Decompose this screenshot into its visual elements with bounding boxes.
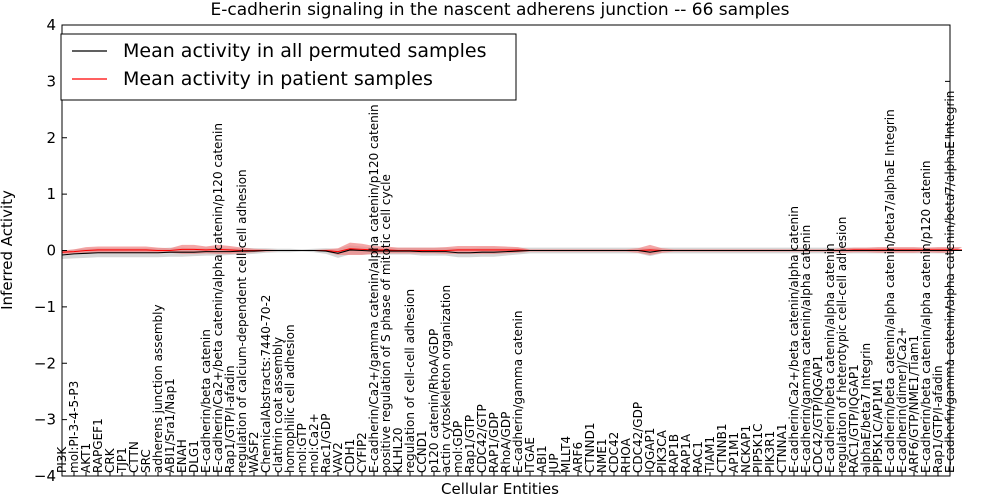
x-category-label: TJP1 — [115, 447, 129, 474]
x-category-label: Rap1/GTP/I-afadin — [223, 365, 237, 473]
x-category-label: SRC — [139, 449, 153, 473]
x-category-label: E-cadherin/Ca2+/beta catenin/alpha caten… — [787, 206, 801, 473]
x-category-label: VAV2 — [331, 442, 345, 473]
y-tick-label: −2 — [34, 354, 56, 372]
x-category-label: E-cadherin/Ca2+/gamma catenin/alpha cate… — [367, 104, 381, 473]
x-category-label: E-cadherin/beta catenin/alpha catenin/be… — [883, 109, 897, 473]
line-layer — [61, 248, 962, 256]
x-category-label: clathrin coat assembly — [271, 337, 285, 473]
x-category-label: regulation of calcium-dependent cell-cel… — [235, 169, 249, 473]
x-category-label: MLLT4 — [559, 436, 573, 473]
x-category-label: RAP1/GDP — [487, 412, 501, 473]
x-category-label: RAC1/GTP/IQGAP1 — [847, 364, 861, 473]
x-category-label: RAP1B — [667, 434, 681, 473]
x-category-label: homophilic cell adhesion — [283, 324, 297, 473]
x-category-label: actin cytoskeleton organization — [439, 285, 453, 473]
x-category-label: Rap1/GTP/I-afadin — [931, 365, 945, 473]
x-category-label: ChemicalAbstracts:7440-70-2 — [259, 295, 273, 473]
x-category-label: ABI1/Sra1/Nap1 — [163, 378, 177, 473]
x-category-label: ARF6 — [571, 442, 585, 473]
x-category-label: CRK — [103, 447, 117, 473]
x-category-label: CDC42 — [607, 432, 621, 473]
x-category-label: alphaE/beta7 Integrin — [859, 343, 873, 473]
band-layer — [62, 242, 962, 259]
x-category-label: PIP5K1C/AP1M1 — [871, 378, 885, 473]
x-category-label: IQGAP1 — [643, 428, 657, 473]
x-category-label: RAP1A — [679, 433, 693, 473]
y-axis-title: Inferred Activity — [0, 190, 16, 310]
x-category-label: RAPGEF1 — [91, 418, 105, 473]
x-category-label: NME1 — [595, 438, 609, 473]
x-category-label: DLG1 — [187, 440, 201, 473]
x-category-label: Rap1/GTP — [463, 415, 477, 473]
x-category-label: mol:PI-3-4-5-P3 — [67, 381, 81, 473]
x-category-label: E-cadherin/gamma catenin/alpha catenin — [799, 225, 813, 473]
y-axis-ticks: −4 −3 −2 −1 0 1 2 3 4 — [34, 16, 950, 485]
x-category-label: WASF2 — [247, 431, 261, 473]
chart-title: E-cadherin signaling in the nascent adhe… — [211, 0, 790, 20]
x-axis-title: Cellular Entities — [441, 480, 559, 498]
legend: Mean activity in all permuted samples Me… — [60, 33, 517, 101]
y-tick-label: −3 — [34, 411, 56, 429]
x-category-label: E-cadherin/beta catenin — [199, 329, 213, 473]
plot-frame — [61, 24, 951, 477]
legend-label-patient: Mean activity in patient samples — [123, 68, 433, 90]
x-category-label: regulation of cell-cell adhesion — [403, 289, 417, 473]
x-category-label: NCKAP1 — [739, 425, 753, 473]
y-tick-label: 2 — [46, 129, 56, 147]
x-category-label: regulation of heterotypic cell-cell adhe… — [835, 217, 849, 473]
x-category-label: mol:GTP — [295, 423, 309, 473]
x-category-label: p120 catenin/RhoA/GDP — [427, 329, 441, 473]
x-category-label: E-cadherin(dimer)/Ca2+ — [895, 327, 909, 473]
x-category-label: CYFIP2 — [355, 432, 369, 473]
x-category-label: positive regulation of S phase of mitoti… — [379, 174, 393, 473]
x-category-label: E-cadherin/gamma catenin — [511, 311, 525, 474]
y-tick-label: 4 — [46, 16, 56, 34]
permuted-mean-line — [61, 249, 962, 256]
x-category-label: mol:GDP — [451, 421, 465, 473]
x-category-label: CDC42/GTP/IQGAP1 — [811, 355, 825, 473]
patient-band — [62, 242, 962, 256]
x-category-label: AKT1 — [79, 443, 93, 473]
x-category-label: AP1M1 — [727, 432, 741, 473]
x-category-label: KLHL20 — [391, 427, 405, 473]
x-category-label: adherens junction assembly — [151, 304, 165, 473]
x-axis-category-labels: PI3Kmol:PI-3-4-5-P3AKT1RAPGEF1CRKTJP1CTT… — [55, 91, 957, 476]
y-tick-label: 1 — [46, 185, 56, 203]
x-category-label: CTNNA1 — [775, 423, 789, 473]
y-tick-label: 3 — [46, 72, 56, 90]
x-category-label: E-cadherin/beta catenin/alpha catenin — [823, 243, 837, 473]
x-category-label: PIK3CA — [655, 429, 669, 473]
x-category-label: CDC42/GTP — [475, 404, 489, 473]
x-category-label: E-cadherin/beta catenin/alpha catenin/p1… — [919, 160, 933, 473]
x-category-label: RAC1 — [691, 441, 705, 473]
x-category-label: mol:Ca2+ — [307, 413, 321, 473]
x-category-label: Rac1/GDP — [319, 414, 333, 473]
x-category-label: ENAH — [175, 439, 189, 473]
legend-box — [60, 33, 517, 101]
x-category-label: RHOA — [619, 437, 633, 473]
legend-label-permuted: Mean activity in all permuted samples — [123, 40, 486, 62]
x-category-label: CTTN — [127, 441, 141, 473]
y-tick-label: −4 — [34, 467, 56, 485]
x-category-label: CCND1 — [415, 430, 429, 473]
y-tick-label: −1 — [34, 298, 56, 316]
x-category-label: RhoA/GDP — [499, 412, 513, 473]
x-category-label: TIAM1 — [703, 436, 717, 474]
x-category-label: CTNND1 — [583, 422, 597, 473]
x-category-label: ABI1 — [535, 445, 549, 473]
x-category-label: E-cadherin/Ca2+/beta catenin/alpha caten… — [211, 123, 225, 473]
x-category-label: CDH1 — [343, 439, 357, 473]
x-category-label: CTNNB1 — [715, 423, 729, 473]
x-category-label: PIK3R1 — [763, 431, 777, 473]
x-category-label: CDC42/GDP — [631, 402, 645, 473]
x-category-label: ARF6/GTP/NME1/Tiam1 — [907, 335, 921, 473]
y-tick-label: 0 — [46, 242, 56, 260]
x-category-label: PIP5K1C — [751, 423, 765, 473]
x-category-label: JUP — [547, 453, 561, 474]
x-category-label: ITGAE — [523, 437, 537, 473]
